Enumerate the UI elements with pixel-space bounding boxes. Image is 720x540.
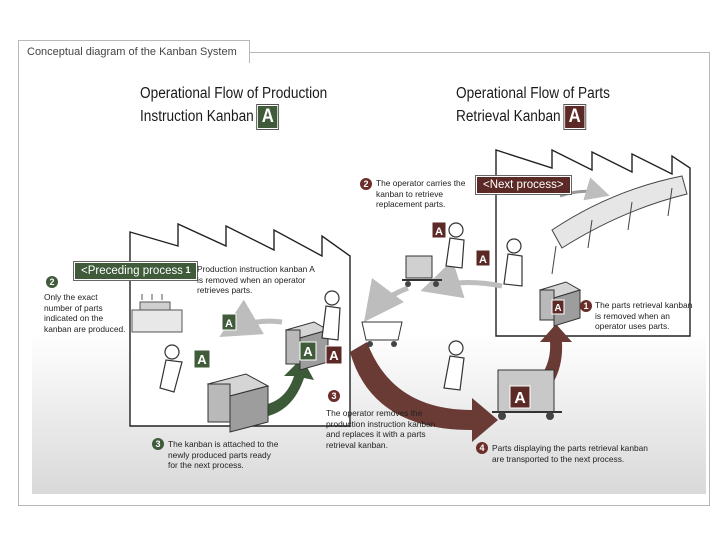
empty-cart xyxy=(361,321,403,347)
kanban-scene: A A A A A A A A xyxy=(129,148,691,442)
frame-title: Conceptual diagram of the Kanban System xyxy=(18,40,250,63)
step-text: Parts displaying the parts retrieval kan… xyxy=(492,443,648,464)
step-number: 3 xyxy=(328,390,340,402)
svg-text:A: A xyxy=(329,348,339,363)
preceding-process-tag: <Preceding process> xyxy=(73,261,198,281)
right-heading-line1: Operational Flow of Parts xyxy=(456,85,610,102)
parts-box-new xyxy=(206,373,270,433)
left-heading-line2: Instruction Kanban xyxy=(140,108,254,126)
svg-text:A: A xyxy=(554,303,561,314)
left-heading: Operational Flow of Production Instructi… xyxy=(140,82,328,130)
retrieve-arrow xyxy=(363,278,409,322)
hand-cart xyxy=(402,255,442,287)
kanban-letter: A A A A A A A A xyxy=(197,226,561,407)
conveyor-motion-arrow xyxy=(559,177,610,201)
step-text: Production instruction kanban A is remov… xyxy=(197,264,315,295)
transport-arrow xyxy=(350,342,498,442)
retrieval-kanban-badge: A xyxy=(563,104,587,130)
left-heading-line1: Operational Flow of Production xyxy=(140,85,328,102)
operator-walk-arrow xyxy=(420,259,503,299)
right-heading-line2: Retrieval Kanban xyxy=(456,108,561,126)
kanban-card xyxy=(193,221,565,409)
step-text: The operator carries the kanban to retri… xyxy=(376,178,466,209)
svg-text:A: A xyxy=(479,254,487,266)
svg-text:A: A xyxy=(197,352,207,367)
conveyor-line xyxy=(551,175,688,275)
step-number: 2 xyxy=(46,276,58,288)
attach-arrow xyxy=(248,358,314,419)
step-text: The parts retrieval kanban is removed wh… xyxy=(595,300,693,331)
right-heading: Operational Flow of Parts Retrieval Kanb… xyxy=(456,82,610,130)
step-number: 1 xyxy=(182,264,194,276)
svg-text:A: A xyxy=(435,226,443,238)
step-number: 3 xyxy=(152,438,164,450)
step-number: 1 xyxy=(580,300,592,312)
svg-text:A: A xyxy=(225,318,233,330)
step-number: 2 xyxy=(360,178,372,190)
svg-text:A: A xyxy=(514,390,526,407)
operator-figure xyxy=(159,222,523,393)
next-process-tag: <Next process> xyxy=(475,175,572,195)
diagram-panel: A A A A A A A A Operational Flow of Prod… xyxy=(32,70,706,494)
step-text: Only the exact number of parts indicated… xyxy=(44,292,126,334)
step-number: 4 xyxy=(476,442,488,454)
step-text: The operator removes the production inst… xyxy=(326,408,436,450)
step-text: The kanban is attached to the newly prod… xyxy=(168,439,279,470)
production-kanban-badge: A xyxy=(256,104,280,130)
svg-text:A: A xyxy=(303,344,313,359)
production-machine xyxy=(131,294,183,333)
parts-box-next xyxy=(538,281,582,327)
